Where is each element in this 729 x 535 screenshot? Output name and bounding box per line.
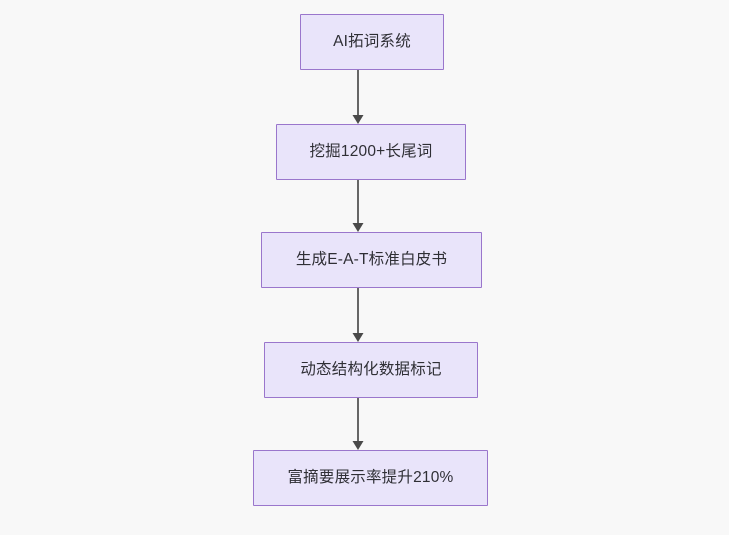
flow-edge-arrow — [346, 70, 370, 124]
flow-node-label: 动态结构化数据标记 — [300, 361, 442, 379]
flow-node-n4[interactable]: 动态结构化数据标记 — [264, 342, 478, 398]
flow-node-n5[interactable]: 富摘要展示率提升210% — [253, 450, 488, 506]
flow-node-label: 富摘要展示率提升210% — [287, 469, 454, 487]
flow-edge-arrow — [346, 288, 370, 342]
flow-node-label: AI拓词系统 — [333, 33, 411, 51]
flow-edge-arrow — [346, 398, 370, 450]
flow-node-label: 生成E-A-T标准白皮书 — [295, 251, 448, 269]
flow-node-label: 挖掘1200+长尾词 — [309, 143, 433, 161]
flow-edge-arrow — [346, 180, 370, 232]
flow-node-n3[interactable]: 生成E-A-T标准白皮书 — [261, 232, 482, 288]
flow-node-n1[interactable]: AI拓词系统 — [300, 14, 444, 70]
flow-node-n2[interactable]: 挖掘1200+长尾词 — [276, 124, 466, 180]
